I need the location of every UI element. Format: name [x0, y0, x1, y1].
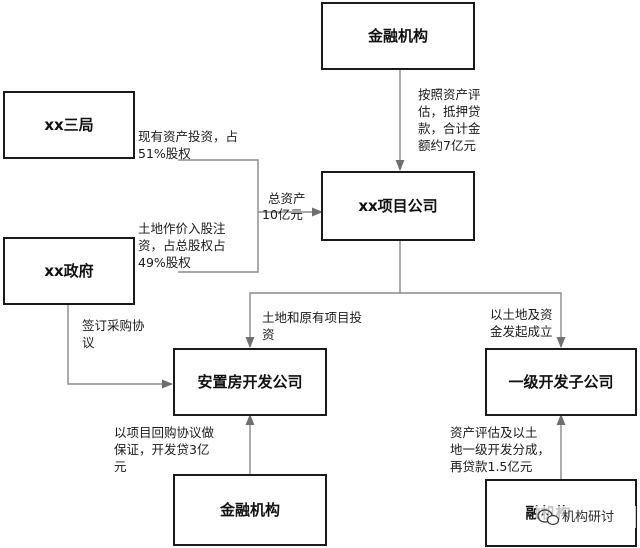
box-project-company-label: xx项目公司 [358, 197, 437, 215]
note-land-invest: 土地作价入股注 资，占总股权占 49%股权 [138, 221, 226, 270]
note-line: 土地作价入股注 [138, 221, 226, 236]
note-buyback-loan: 以项目回购协议做 保证，开发贷3亿 元 [114, 425, 215, 474]
watermark-text: 机构研讨 [562, 510, 614, 525]
note-line: 估，抵押贷 [418, 104, 481, 119]
box-level1-subsidiary: 一级开发子公司 [485, 348, 637, 416]
box-resettlement-company: 安置房开发公司 [173, 348, 327, 416]
note-line: 金发起成立 [490, 324, 553, 339]
edge-project-to-level1 [400, 292, 566, 349]
note-line: 资，占总股权占 [138, 238, 226, 253]
note-line: 地一级开发分成， [450, 442, 550, 457]
edge-bureau-to-merge [178, 159, 259, 212]
watermark: 机构研讨 [536, 506, 636, 528]
edge-gov-to-resettlement [67, 305, 174, 389]
edge-gov-to-merge [178, 212, 259, 273]
note-purchase-agreement: 签订采购协 议 [82, 318, 145, 350]
note-line: 以土地及资 [490, 307, 553, 322]
note-line: 资 [262, 327, 275, 342]
box-xx-bureau-label: xx三局 [44, 116, 93, 134]
edge-project-down [245, 240, 401, 349]
note-line: 议 [82, 335, 95, 350]
box-finance-top: 金融机构 [321, 2, 475, 70]
note-line: 按照资产评 [418, 87, 481, 102]
box-xx-gov: xx政府 [3, 237, 135, 305]
note-line: 总资产 [268, 191, 306, 206]
box-xx-gov-label: xx政府 [44, 262, 93, 280]
note-line: 现有资产投资，占 [138, 129, 238, 144]
note-land-project-invest: 土地和原有项目投 资 [262, 310, 362, 342]
note-line: 保证，开发贷3亿 [114, 442, 209, 457]
note-asset-split-loan: 资产评估及以土 地一级开发分成， 再贷款1.5亿元 [450, 425, 550, 474]
note-line: 49%股权 [138, 255, 191, 270]
note-line: 额约7亿元 [418, 138, 476, 153]
note-line: 土地和原有项目投 [262, 310, 362, 325]
note-total-assets: 总资产 10亿元 [262, 191, 306, 222]
box-finance-top-label: 金融机构 [367, 27, 428, 45]
note-appraisal-loan: 按照资产评 估，抵押贷 款，合计金 额约7亿元 [418, 87, 481, 153]
edges [67, 70, 566, 480]
box-resettlement-company-label: 安置房开发公司 [197, 373, 302, 391]
box-project-company: xx项目公司 [321, 171, 475, 241]
note-line: 再贷款1.5亿元 [450, 459, 532, 474]
note-line: 10亿元 [262, 207, 303, 222]
wechat-icon [537, 509, 560, 526]
box-level1-subsidiary-label: 一级开发子公司 [508, 373, 613, 391]
note-line: 51%股权 [138, 146, 191, 161]
note-line: 元 [114, 459, 127, 474]
note-line: 签订采购协 [82, 318, 145, 333]
note-line: 款，合计金 [418, 121, 481, 136]
note-line: 以项目回购协议做 [114, 425, 215, 440]
note-bureau-invest: 现有资产投资，占 51%股权 [138, 129, 238, 161]
note-land-capital: 以土地及资 金发起成立 [490, 307, 553, 339]
note-line: 资产评估及以土 [450, 425, 538, 440]
box-xx-bureau: xx三局 [3, 91, 135, 159]
box-finance-bottom: 金融机构 [173, 474, 327, 546]
box-finance-bottom-label: 金融机构 [219, 501, 280, 519]
